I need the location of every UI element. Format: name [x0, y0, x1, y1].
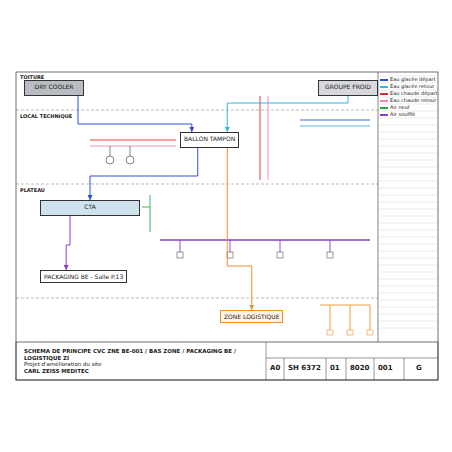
legend-entry: Eau chaude retour: [380, 98, 436, 104]
zone-box: ZONE LOGISTIQUE: [220, 310, 283, 323]
table-rule: [378, 216, 438, 217]
table-rule: [378, 153, 438, 154]
legend-table-rows: [378, 76, 438, 328]
table-rule: [378, 167, 438, 168]
table-rule: [378, 258, 438, 259]
legend-entry: Air soufflé: [380, 112, 415, 118]
title-text: Projet d'amélioration du site: [24, 361, 258, 368]
table-rule: [378, 265, 438, 266]
table-rule: [378, 230, 438, 231]
legend-text: Eau chaude retour: [390, 98, 436, 104]
level-name: PLATEAU: [20, 188, 45, 194]
drawing-code: SH 6372: [288, 364, 321, 372]
legend-text: Air neuf: [390, 105, 410, 111]
table-rule: [378, 174, 438, 175]
pipe-connector: [66, 216, 70, 270]
table-rule: [378, 237, 438, 238]
legend-swatch: [380, 100, 388, 102]
terminal-units: [177, 252, 373, 335]
table-rule: [378, 125, 438, 126]
table-rule: [378, 314, 438, 315]
table-rule: [378, 293, 438, 294]
legend-divider: [378, 72, 379, 342]
room-box: PACKAGING BE - Salle P.13: [40, 270, 127, 283]
pipe-connector: [227, 148, 251, 310]
legend-text: Air soufflé: [390, 112, 415, 118]
legend-text: Eau glacée départ: [390, 77, 436, 83]
level-name: TOITURE: [20, 75, 44, 81]
legend-swatch: [380, 86, 388, 88]
legend-swatch: [380, 107, 388, 109]
node-label: CTA: [44, 203, 136, 210]
sheet-frame: [16, 72, 438, 380]
table-rule: [378, 146, 438, 147]
table-rule: [378, 272, 438, 273]
node-label: GROUPE FROID: [322, 83, 374, 90]
legend-text: Eau chaude départ: [390, 91, 437, 97]
legend-swatch: [380, 79, 388, 81]
table-rule: [378, 181, 438, 182]
pipe-connector: [90, 148, 198, 200]
legend-text: Eau glacée retour: [390, 84, 434, 90]
air-handling-unit: CTA: [40, 200, 140, 216]
pipe-connector: [227, 96, 348, 132]
table-rule: [378, 244, 438, 245]
legend-entry: Eau glacée retour: [380, 84, 434, 90]
legend-entry: Eau chaude départ: [380, 91, 437, 97]
title-block: [16, 342, 438, 380]
legend-entry: Air neuf: [380, 105, 410, 111]
legend-swatch: [380, 114, 388, 116]
title-block-text: SCHEMA DE PRINCIPE CVC ZNE BE-001 / BAS …: [20, 345, 262, 377]
title-text: CARL ZEISS MEDITEC: [24, 368, 258, 375]
pipe-connector: [78, 96, 192, 132]
node-label: BALLON TAMPON: [184, 135, 235, 142]
table-rule: [378, 188, 438, 189]
table-rule: [378, 118, 438, 119]
table-rule: [378, 223, 438, 224]
drawing-code: 001: [378, 364, 393, 372]
table-rule: [378, 300, 438, 301]
node-label: ZONE LOGISTIQUE: [224, 313, 279, 320]
title-text: SCHEMA DE PRINCIPE CVC ZNE BE-001 / BAS …: [24, 348, 258, 361]
table-rule: [378, 202, 438, 203]
node-label: DRY COOLER: [28, 83, 80, 90]
table-rule: [378, 209, 438, 210]
table-rule: [378, 195, 438, 196]
table-rule: [378, 160, 438, 161]
table-rule: [378, 328, 438, 329]
revision-index: G: [416, 364, 422, 372]
rooftop-unit: DRY COOLER: [24, 80, 84, 96]
buffer-tank: BALLON TAMPON: [180, 132, 239, 148]
legend-entry: Eau glacée départ: [380, 77, 436, 83]
table-rule: [378, 286, 438, 287]
table-rule: [378, 251, 438, 252]
table-rule: [378, 307, 438, 308]
title-block-cells: [266, 342, 438, 380]
sheet-format: A0: [270, 364, 280, 372]
node-label: PACKAGING BE - Salle P.13: [44, 273, 123, 280]
table-rule: [378, 139, 438, 140]
table-rule: [378, 321, 438, 322]
level-lines: [16, 110, 378, 298]
level-name: LOCAL TECHNIQUE: [20, 114, 72, 120]
table-rule: [378, 279, 438, 280]
chiller-unit: GROUPE FROID: [318, 80, 378, 96]
table-rule: [378, 132, 438, 133]
legend-swatch: [380, 93, 388, 95]
drawing-code: 8020: [350, 364, 369, 372]
pump-symbols: [106, 146, 134, 164]
drawing-code: 01: [330, 364, 340, 372]
